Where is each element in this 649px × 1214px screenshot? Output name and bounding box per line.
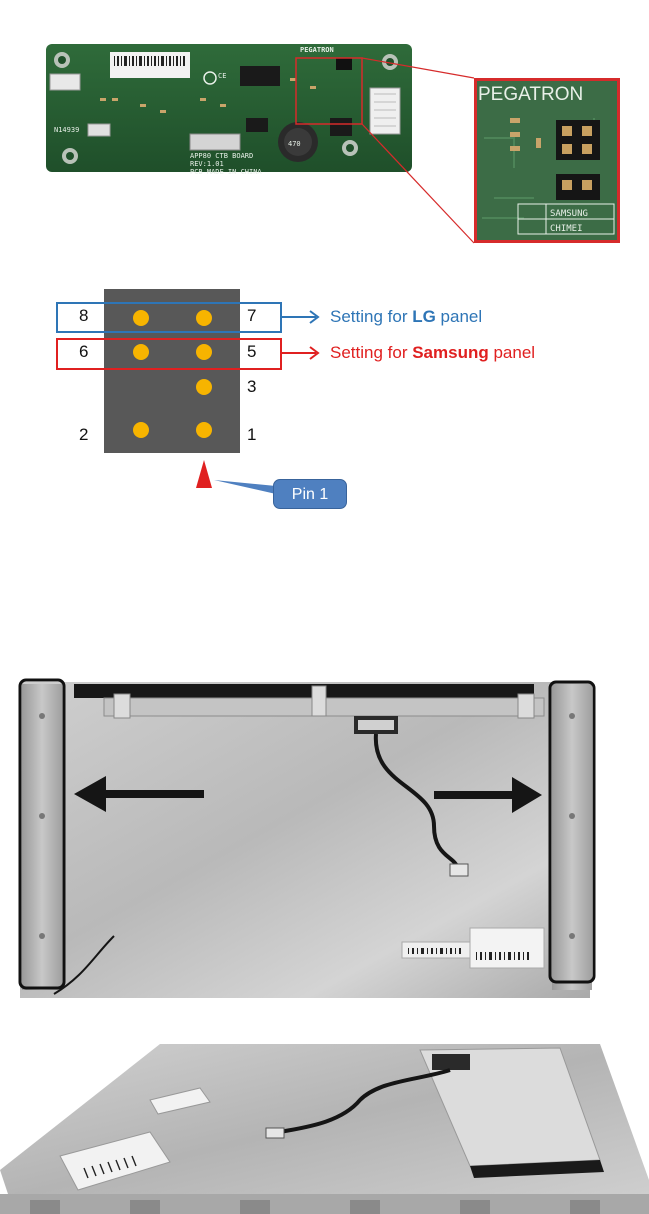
pin-5 bbox=[196, 344, 212, 360]
setting-arrows bbox=[282, 310, 320, 360]
samsung-setting-prefix: Setting for bbox=[330, 343, 413, 362]
zoom-connector-lines bbox=[361, 57, 475, 244]
pin-number-8: 8 bbox=[79, 306, 89, 325]
lg-setting-prefix: Setting for bbox=[330, 307, 413, 326]
samsung-setting-text: Setting for Samsung panel bbox=[330, 343, 535, 363]
inductor-marking: 470 bbox=[288, 140, 301, 148]
jumper-highlight-box bbox=[295, 57, 363, 125]
pin-number-2: 2 bbox=[79, 425, 89, 444]
pin-number-3: 3 bbox=[247, 377, 257, 396]
pin-number-1: 1 bbox=[247, 425, 257, 444]
pin-number-7: 7 bbox=[247, 306, 257, 325]
right-bracket-outline bbox=[548, 680, 596, 984]
pin-2 bbox=[133, 422, 149, 438]
jumper-zoom-inset: PEGATRON SAMSUNG CHIMEI bbox=[474, 78, 620, 243]
lg-setting-text: Setting for LG panel bbox=[330, 307, 482, 327]
pin1-marker bbox=[196, 460, 276, 494]
inset-label-chimei: CHIMEI bbox=[550, 224, 583, 234]
jumper-header-block bbox=[104, 289, 240, 453]
ce-mark: CE bbox=[218, 72, 226, 80]
pcb-brand-text: PEGATRON bbox=[300, 46, 334, 54]
pin-8 bbox=[133, 310, 149, 326]
pin-number-6: 6 bbox=[79, 342, 89, 361]
lg-setting-suffix: panel bbox=[435, 307, 483, 326]
left-bracket-outline bbox=[18, 678, 66, 990]
samsung-setting-suffix: panel bbox=[488, 343, 536, 362]
lg-setting-highlight: LG bbox=[412, 307, 436, 326]
pin-number-5: 5 bbox=[247, 342, 257, 361]
board-label-line-1: APP80 CTB BOARD bbox=[190, 152, 253, 160]
lcd-panel-angled-photo bbox=[0, 1044, 649, 1214]
pcb-board-photo: PEGATRON CE N14939 APP80 CTB BOARD REV:1… bbox=[46, 44, 412, 176]
lcd-panel-rear-photo bbox=[18, 678, 596, 998]
inset-brand-text: PEGATRON bbox=[478, 84, 583, 105]
pin-3 bbox=[196, 379, 212, 395]
pin-1 bbox=[196, 422, 212, 438]
samsung-setting-box bbox=[56, 338, 282, 370]
samsung-setting-highlight: Samsung bbox=[412, 343, 489, 362]
pin1-callout: Pin 1 bbox=[273, 479, 347, 509]
pin-6 bbox=[133, 344, 149, 360]
pin-7 bbox=[196, 310, 212, 326]
inset-label-samsung: SAMSUNG bbox=[550, 209, 588, 219]
lg-setting-box bbox=[56, 302, 282, 333]
board-label-line-2: REV:1.01 bbox=[190, 160, 224, 168]
pcb-id-code: N14939 bbox=[54, 126, 79, 134]
board-label-line-3: PCB MADE IN CHINA bbox=[190, 168, 262, 176]
